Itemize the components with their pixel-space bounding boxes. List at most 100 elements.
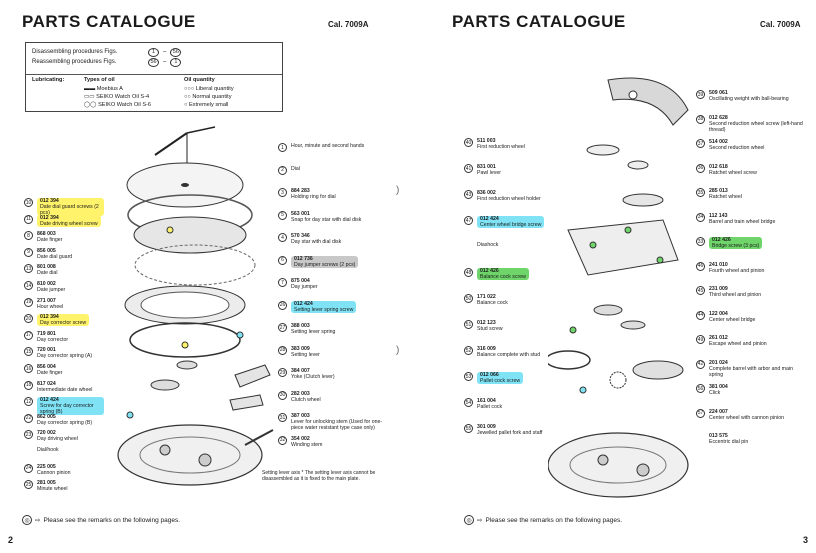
part-name: Day star with dial disk [291,239,342,245]
part-code: 122 004 [709,310,728,317]
part-name: Center wheel with cannon pinion [709,414,784,421]
part-number-badge: 13 [24,264,33,274]
part-code: 012 618 [709,163,728,170]
legend-box: Disassembling procedures Figs. 1 – 56 Re… [25,42,283,112]
disassembling-row: Disassembling procedures Figs. 1 – 56 [32,47,276,57]
remark-mark-icon: ◎ [464,515,474,525]
part-code: 720 002 [37,430,56,437]
part-number-badge: 15 [24,347,33,357]
part-number-badge: 24 [24,463,33,473]
part-name: Day driving wheel [37,436,78,443]
part-name: Pallet cock screw [480,378,521,384]
part-code: 012 394 [40,198,59,204]
part-code: 514 002 [709,139,728,145]
part-code: 511 003 [477,138,496,144]
part-name: Stud screw [477,326,503,332]
fig-end-badge: 56 [170,47,182,57]
part-name: Dial [291,165,300,172]
remark-mark-icon: ◎ [22,515,32,525]
part-name: Hour, minute and second hands [291,143,365,149]
part-code: 224 007 [709,408,728,415]
part-name: First reduction wheel [477,144,525,150]
part-number-badge: 52 [464,346,473,355]
part-code: 261 012 [709,335,728,341]
part-name: Day jumper screws (2 pcs) [294,261,356,268]
part-number-badge: 51 [464,320,473,329]
part-number-badge: 53 [464,372,473,381]
exploded-diagram-movement-side [548,77,689,498]
part-name: Intermediate date wheel [37,386,93,393]
part-number-badge: 47 [464,216,473,225]
part-number-badge: 4 [278,233,287,242]
part-number-badge: 26 [278,300,287,310]
part-code: 225 005 [37,463,56,470]
part-code: 012 426 [480,268,499,274]
part-name: Date finger [37,370,63,376]
part-number-badge: 20 [24,314,33,324]
reassembling-label: Reassembling procedures Figs. [32,59,117,65]
part-number-badge: 30 [278,390,287,400]
part-code: 831 001 [477,164,496,170]
part-number-badge: 17 [24,330,33,340]
part-code: 868 003 [37,231,56,238]
part-number-badge: 1 [278,143,287,152]
part-code: 012 066 [480,372,499,378]
caliber-label: Cal. 7009A [328,20,369,29]
part-name: Date jumper [37,287,66,293]
fig-start-badge: 1 [148,47,159,57]
part-name: Date dial guard [37,253,73,260]
part-name: Date dial guard screws (2 pcs) [40,204,99,216]
page-number: 2 [8,535,14,545]
part-number-badge: 40 [464,138,473,147]
part-name: Jewelled pallet fork and staff [477,430,543,436]
part-name: Barrel and train wheel bridge [709,218,776,225]
arrow-right-icon: ⇨ [35,517,41,524]
part-number-badge: 56 [696,384,705,393]
part-name: Setting lever spring [291,329,336,335]
part-name: Click [709,390,721,396]
part-name: Fourth wheel and pinion [709,267,765,274]
left-page: PARTS CATALOGUE Cal. 7009A Disassembling… [0,0,400,553]
binding-mark: ) [396,345,400,356]
part-name: Second reduction wheel screw (left-hand … [709,120,803,133]
part-code: 201 024 [709,359,728,366]
part-code: 012 424 [40,397,59,404]
part-number-badge: 37 [696,139,705,148]
remark-line: ◎ ⇨ Please see the remarks on the follow… [22,515,180,525]
part-name: Ratchet wheel [709,194,742,200]
part-code: 112 143 [709,212,728,219]
part-number-badge: 49 [696,335,705,344]
part-code: 856 005 [37,247,56,254]
part-code: 301 009 [477,424,496,430]
part-code: 884 283 [291,188,310,194]
part-name: Dial/hook [37,447,59,453]
legend-divider [26,74,282,75]
oil-type-item: ▬▬ Moebius A [84,86,123,92]
part-number-badge: 42 [696,359,705,369]
part-number-badge: 29 [278,368,287,377]
part-number-badge: 44 [696,310,705,320]
part-code: 012 394 [40,214,59,221]
part-code: 285 013 [709,188,728,194]
part-name: Day corrector spring (A) [37,353,93,360]
remark-text: Please see the remarks on the following … [43,516,181,524]
part-code: 875 004 [291,278,310,284]
part-code: 836 002 [477,190,496,196]
